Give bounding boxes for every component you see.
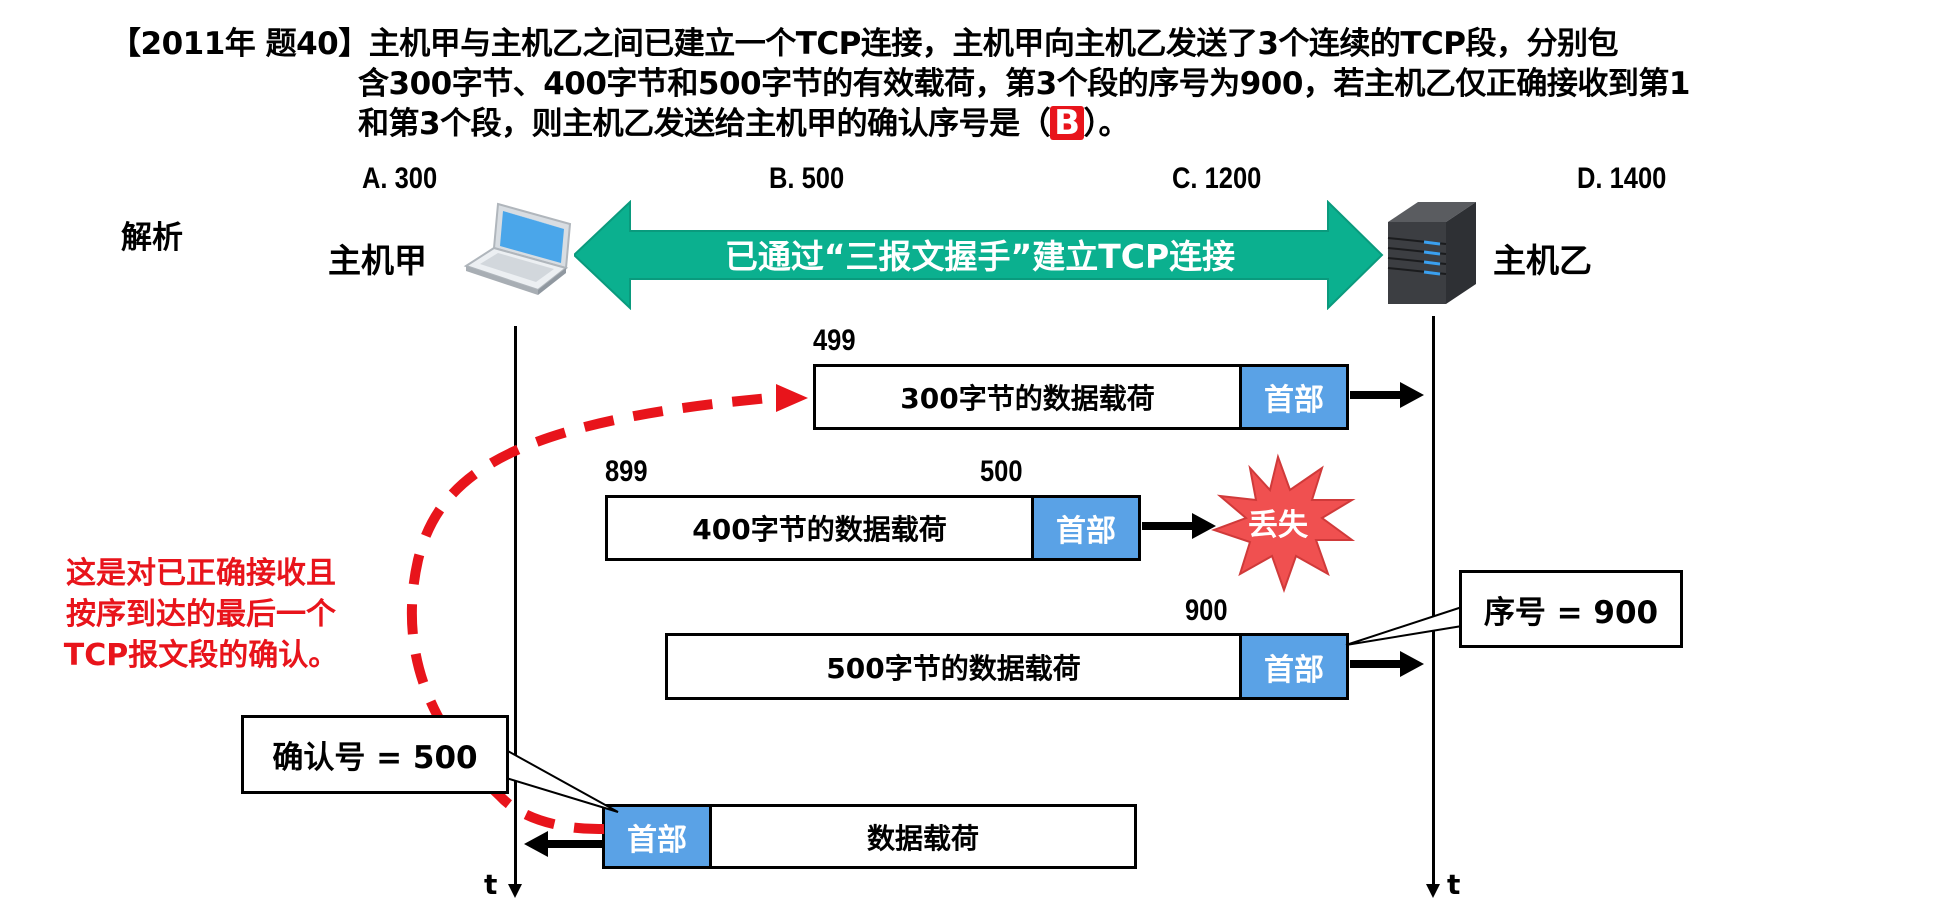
segment-2-header: 首部	[1031, 498, 1138, 558]
host-right-name: 主机乙	[1493, 241, 1592, 280]
connection-banner-text: 已通过“三报文握手”建立TCP连接	[724, 237, 1236, 276]
segment-3-seq-label: 900	[1185, 594, 1228, 627]
segment-2: 400字节的数据载荷 首部	[605, 495, 1141, 561]
seq-callout: 序号 = 900	[1459, 570, 1683, 648]
segment-2-payload: 400字节的数据载荷	[692, 513, 947, 546]
segment-1-header: 首部	[1239, 367, 1346, 427]
timeline-host-right	[1432, 316, 1435, 886]
annotation-line-2: 按序到达的最后一个	[66, 597, 336, 632]
annotation-text: 这是对已正确接收且 按序到达的最后一个 TCP报文段的确认。	[26, 553, 376, 676]
segment-2-seq-label-right: 500	[980, 455, 1023, 488]
lost-starburst-icon	[1211, 453, 1356, 594]
question-line-3: 和第3个段，则主机乙发送给主机甲的确认序号是（B）。	[358, 104, 1129, 144]
send-arrow-2	[1142, 513, 1216, 539]
option-a: A. 300	[362, 162, 438, 195]
ack-segment-header: 首部	[605, 807, 712, 866]
time-label-right: t	[1447, 868, 1461, 901]
annotation-line-1: 这是对已正确接收且	[66, 556, 336, 591]
question-text-1: 主机甲与主机乙之间已建立一个TCP连接，主机甲向主机乙发送了3个连续的TCP段，…	[368, 26, 1619, 62]
question-text-3-end: ）。	[1083, 106, 1130, 142]
question-text-2: 含300字节、400字节和500字节的有效载荷，第3个段的序号为900，若主机乙…	[358, 66, 1690, 102]
question-line-1: 【2011年 题40】主机甲与主机乙之间已建立一个TCP连接，主机甲向主机乙发送…	[110, 24, 1619, 64]
laptop-icon	[463, 202, 572, 295]
ack-arrow	[524, 831, 602, 857]
ack-segment-payload: 数据载荷	[866, 821, 979, 855]
question-tag: 【2011年 题40】	[110, 26, 369, 62]
timeline-host-left	[514, 326, 517, 886]
ack-segment: 首部 数据载荷	[602, 804, 1137, 869]
segment-2-seq-label-left: 899	[605, 455, 648, 488]
segment-1-payload: 300字节的数据载荷	[900, 382, 1155, 415]
send-arrow-3	[1350, 651, 1424, 677]
lost-label: 丢失	[1248, 508, 1308, 543]
segment-1-seq-label: 499	[813, 324, 856, 357]
segment-3-header: 首部	[1239, 636, 1346, 697]
ack-callout-tail	[505, 748, 619, 813]
segment-3: 500字节的数据载荷 首部	[665, 633, 1349, 700]
option-d: D. 1400	[1577, 162, 1667, 195]
seq-callout-tail	[1345, 605, 1463, 646]
analysis-label: 解析	[121, 220, 183, 256]
question-text-3: 和第3个段，则主机乙发送给主机甲的确认序号是（	[358, 106, 1051, 142]
host-left-name: 主机甲	[328, 241, 427, 280]
option-b: B. 500	[769, 162, 845, 195]
connection-double-arrow	[574, 200, 1384, 310]
segment-1: 300字节的数据载荷 首部	[813, 364, 1349, 430]
send-arrow-1	[1350, 382, 1424, 408]
time-label-left: t	[484, 868, 498, 901]
annotation-line-3: TCP报文段的确认。	[63, 638, 339, 673]
option-c: C. 1200	[1172, 162, 1262, 195]
segment-3-payload: 500字节的数据载荷	[826, 651, 1081, 685]
ack-dashed-arrowhead	[776, 384, 808, 412]
server-icon	[1387, 202, 1476, 304]
ack-callout: 确认号 = 500	[241, 715, 509, 794]
answer-badge: B	[1050, 106, 1084, 140]
ack-dashed-curve	[406, 392, 781, 835]
